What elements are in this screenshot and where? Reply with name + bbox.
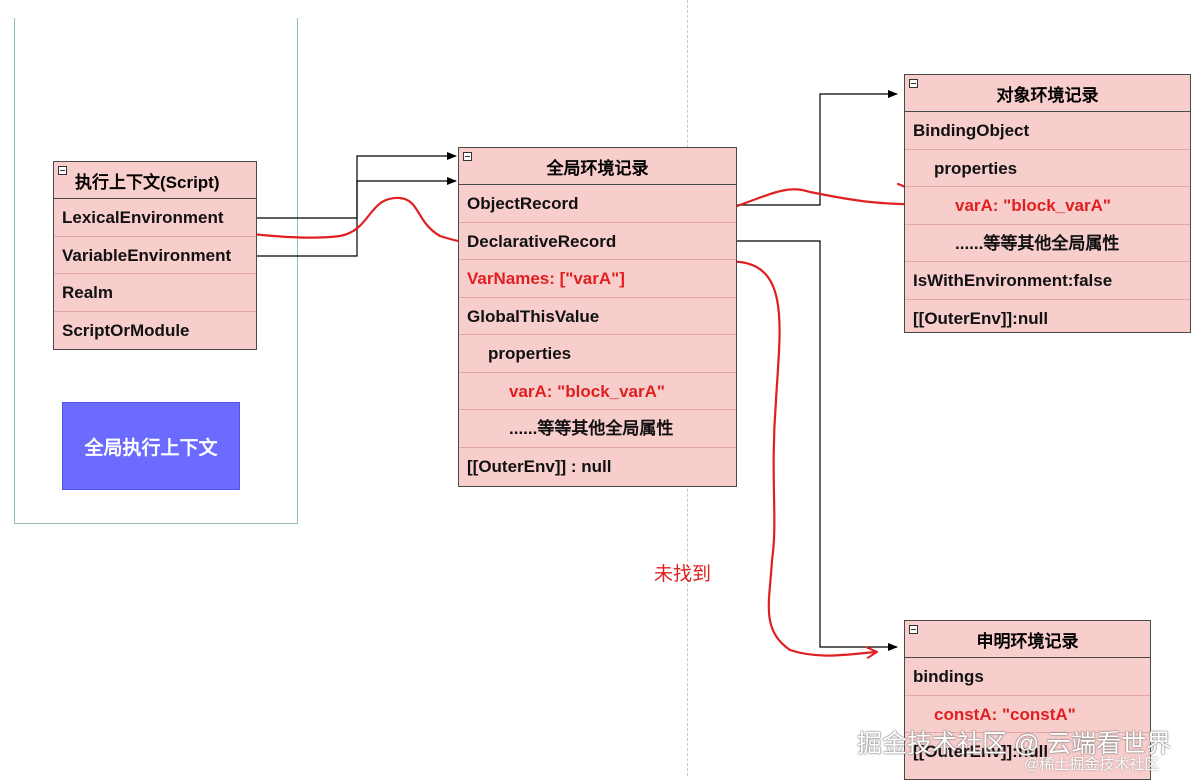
execution-context-title: 执行上下文(Script)	[75, 172, 220, 192]
declarative-record-connector	[737, 240, 898, 651]
declarative-env-record-header: 申明环境记录	[905, 621, 1150, 658]
global-env-record-header: 全局环境记录	[459, 148, 736, 185]
global-row-object-record: ObjectRecord	[459, 185, 736, 223]
execution-context-header: 执行上下文(Script)	[54, 162, 256, 199]
global-row-global-this-value: GlobalThisValue	[459, 298, 736, 335]
global-row-var-names: VarNames: ["varA"]	[459, 260, 736, 298]
object-row-vara: varA: "block_varA"	[905, 187, 1190, 225]
object-row-binding-object: BindingObject	[905, 112, 1190, 150]
collapse-icon[interactable]	[909, 79, 918, 88]
declarative-env-record-box: 申明环境记录 bindings constA: "constA" [[Outer…	[904, 620, 1151, 780]
decl-row-bindings: bindings	[905, 658, 1150, 696]
decl-row-consta: constA: "constA"	[905, 696, 1150, 733]
declarative-env-record-title: 申明环境记录	[976, 631, 1079, 651]
watermark-subtext: @稀土掘金技术社区	[1024, 756, 1160, 773]
collapse-icon[interactable]	[909, 625, 918, 634]
collapse-icon[interactable]	[58, 166, 67, 175]
global-row-other-props: ......等等其他全局属性	[459, 410, 736, 448]
variable-env-connector	[256, 177, 457, 257]
object-env-record-box: 对象环境记录 BindingObject properties varA: "b…	[904, 74, 1191, 333]
global-env-record-title: 全局环境记录	[546, 158, 649, 178]
exec-row-variable-environment: VariableEnvironment	[54, 237, 256, 274]
lookup-path-object-record	[230, 196, 876, 656]
object-row-properties: properties	[905, 150, 1190, 187]
exec-row-script-or-module: ScriptOrModule	[62, 320, 190, 340]
object-record-connector	[737, 90, 898, 206]
object-env-record-header: 对象环境记录	[905, 75, 1190, 112]
global-row-declarative-record: DeclarativeRecord	[459, 223, 736, 260]
watermark-text: 掘金技术社区 @ 云端看世界	[857, 730, 1172, 758]
execution-context-box: 执行上下文(Script) LexicalEnvironment Variabl…	[53, 161, 257, 350]
exec-row-lexical-environment: LexicalEnvironment	[54, 199, 256, 237]
collapse-icon[interactable]	[463, 152, 472, 161]
object-env-record-title: 对象环境记录	[996, 85, 1099, 105]
global-execution-context-label: 全局执行上下文	[62, 402, 240, 490]
object-row-other-props: ......等等其他全局属性	[905, 225, 1190, 262]
global-row-properties: properties	[459, 335, 736, 373]
lexical-env-connector	[256, 152, 457, 219]
decl-row-outer-env: [[OuterEnv]]:null	[913, 742, 1049, 761]
object-row-outer-env: [[OuterEnv]]:null	[913, 308, 1049, 328]
global-row-outer-env: [[OuterEnv]] : null	[467, 456, 612, 476]
global-env-record-box: 全局环境记录 ObjectRecord DeclarativeRecord Va…	[458, 147, 737, 487]
global-row-vara: varA: "block_varA"	[459, 373, 736, 410]
exec-row-realm: Realm	[54, 274, 256, 312]
global-context-frame	[14, 18, 298, 524]
not-found-annotation: 未找到	[654, 564, 712, 585]
object-row-is-with-environment: IsWithEnvironment:false	[905, 262, 1190, 300]
